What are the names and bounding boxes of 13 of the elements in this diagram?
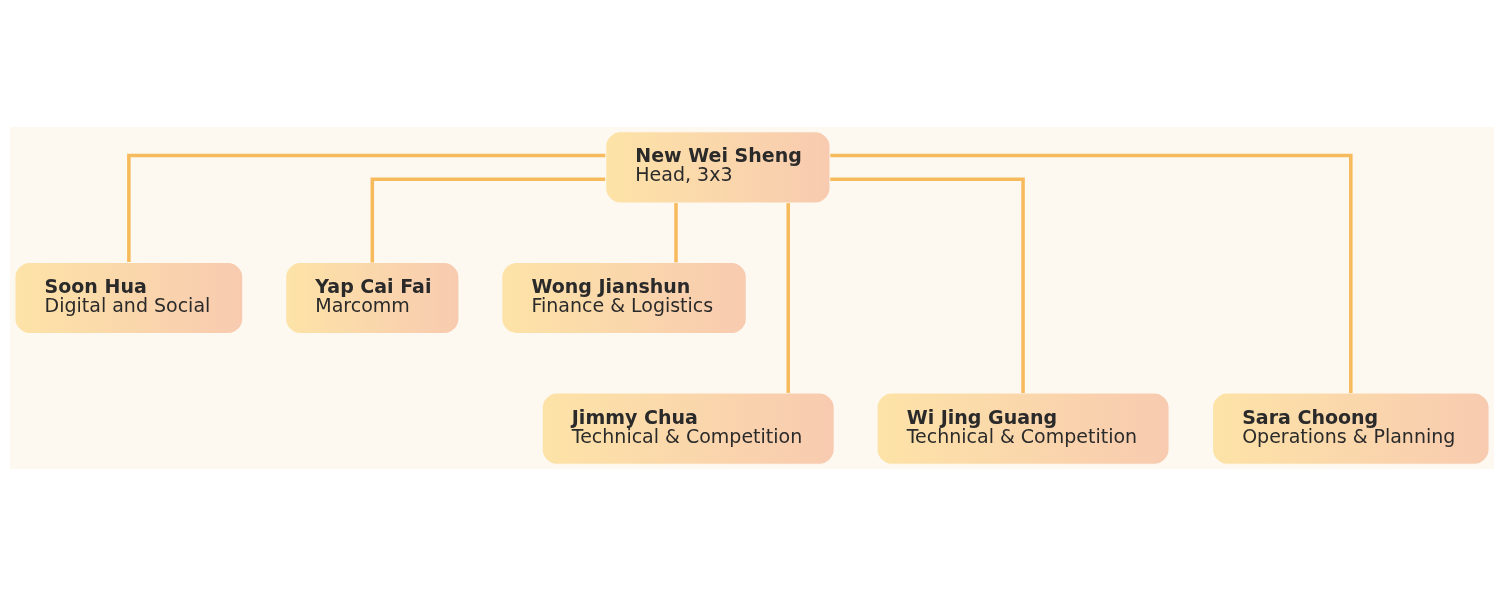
connector [830,176,1025,393]
node-box: New Wei Sheng Head, 3x3 [605,130,831,204]
node-box: Yap Cai Fai Marcomm [285,261,460,334]
connector [830,153,1353,393]
node-box: Wong Jianshun Finance & Logistics [501,261,747,334]
connector [370,176,606,262]
connector [127,153,606,262]
node-box: Jimmy Chua Technical & Competition [541,391,835,465]
connector [786,202,790,393]
node-box: Sara Choong Operations & Planning [1211,391,1490,465]
node-box: Soon Hua Digital and Social [14,261,244,334]
connector [674,202,678,262]
node-box: Wi Jing Guang Technical & Competition [876,391,1170,465]
